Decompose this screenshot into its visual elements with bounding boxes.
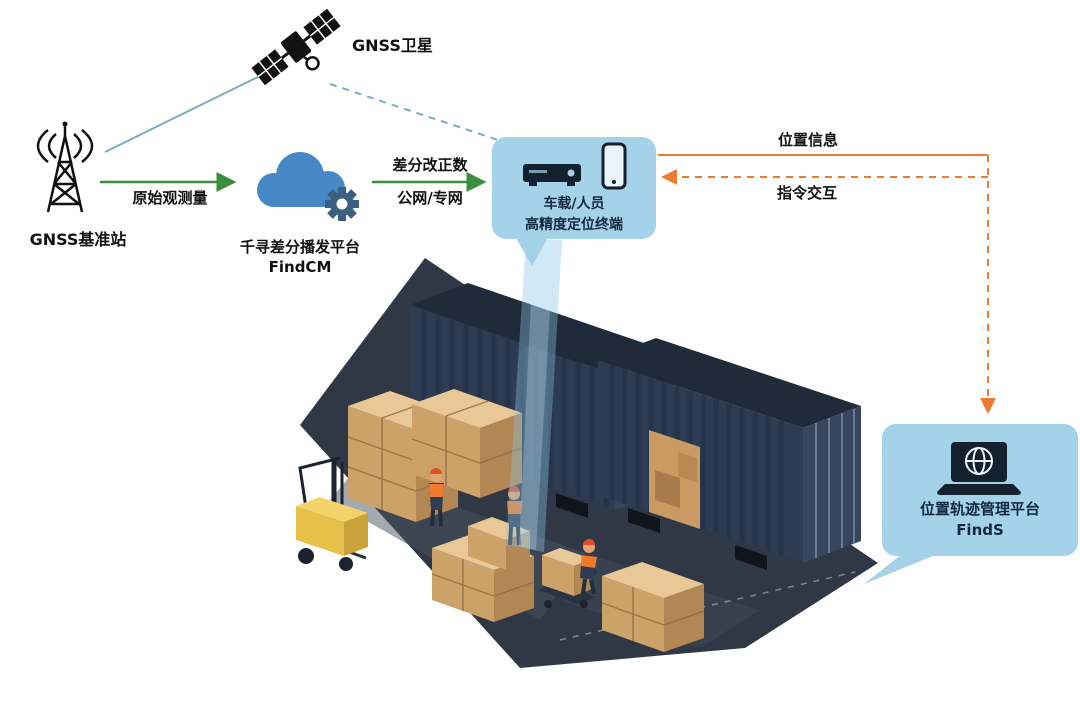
cloud-platform-name: FindCM: [268, 258, 332, 276]
pallet-jack: [538, 548, 598, 608]
terminal-label-1: 车载/人员: [543, 196, 605, 213]
positioning-beam: [506, 240, 562, 552]
satellite-label: GNSS卫星: [352, 36, 433, 55]
worker-2: [507, 486, 522, 546]
container-open-door: [649, 430, 700, 529]
correction-label-2: 公网/专网: [397, 189, 463, 207]
worker-1: [429, 468, 444, 527]
command-interaction-label: 指令交互: [776, 184, 837, 202]
satellite-icon: [251, 8, 341, 86]
mgmt-platform-label: 位置轨迹管理平台: [919, 499, 1040, 518]
pallet-box-stack-b: [411, 389, 523, 498]
forklift: [296, 456, 368, 571]
positioning-beam-core: [519, 240, 554, 550]
smartphone-icon: [601, 142, 627, 190]
antenna-tower-icon: [36, 121, 94, 213]
finds-panel: 位置轨迹管理平台 FindS: [882, 424, 1078, 556]
terminal-panel: 车载/人员 高精度定位终端: [492, 137, 656, 239]
shipping-container-right: [598, 338, 861, 570]
cloud-platform-label: 千寻差分播发平台: [239, 238, 360, 256]
worker-3: [580, 539, 597, 595]
base-station-label: GNSS基准站: [29, 230, 127, 249]
raw-observation-label: 原始观测量: [132, 189, 208, 207]
receiver-device-icon: [523, 164, 581, 187]
mgmt-platform-name: FindS: [956, 521, 1004, 539]
laptop-globe-icon: [937, 441, 1021, 495]
terminal-label-2: 高精度定位终端: [525, 216, 623, 233]
position-info-label: 位置信息: [777, 131, 838, 149]
cloud-gear-icon: [257, 152, 359, 221]
finds-callout-tail: [864, 554, 938, 584]
pallet-boxes-d: [601, 562, 705, 652]
gear-icon: [325, 187, 359, 221]
correction-label-1: 差分改正数: [392, 156, 468, 174]
satellite-to-base-line: [104, 71, 269, 153]
terminal-callout-tail: [516, 238, 548, 266]
satellite-to-terminal-line: [329, 83, 505, 143]
terminal-icons: [521, 142, 627, 190]
